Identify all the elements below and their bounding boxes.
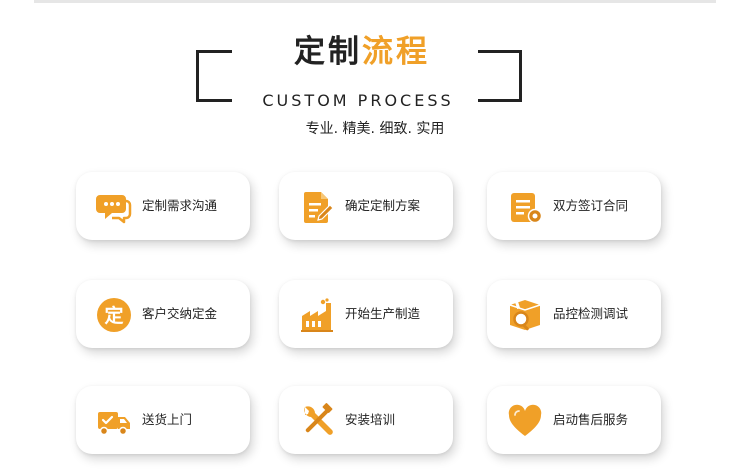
- step-card-8[interactable]: 安装培训: [279, 386, 453, 454]
- page-title: 定制流程: [262, 30, 462, 74]
- step-label: 定制需求沟通: [142, 198, 218, 213]
- inspection-icon: [509, 300, 541, 331]
- chat-bubbles-icon: [96, 195, 132, 224]
- step-card-1[interactable]: 定制需求沟通: [76, 172, 250, 240]
- top-divider: [34, 0, 716, 3]
- step-label: 开始生产制造: [345, 306, 421, 321]
- title-part-2: 流程: [362, 34, 430, 70]
- title-part-1: 定制: [294, 34, 362, 70]
- page-subtitle: CUSTOM PROCESS: [240, 89, 476, 113]
- deposit-icon: 定: [97, 298, 131, 332]
- step-label: 安装培训: [345, 412, 396, 427]
- header: 定制流程 CUSTOM PROCESS 专业. 精美. 细致. 实用: [0, 0, 750, 160]
- contract-icon: [511, 193, 543, 224]
- tools-icon: [304, 403, 333, 435]
- step-card-3[interactable]: 双方签订合同: [487, 172, 661, 240]
- delivery-truck-icon: [98, 412, 130, 436]
- step-label: 确定定制方案: [345, 198, 421, 213]
- page-tagline: 专业. 精美. 细致. 实用: [305, 121, 445, 137]
- step-label: 启动售后服务: [553, 412, 629, 427]
- step-label: 送货上门: [142, 412, 193, 427]
- step-card-6[interactable]: 品控检测调试: [487, 280, 661, 348]
- bracket-left-decoration: [196, 50, 232, 102]
- step-label: 客户交纳定金: [142, 306, 218, 321]
- bracket-right-decoration: [478, 50, 522, 102]
- step-card-2[interactable]: 确定定制方案: [279, 172, 453, 240]
- step-card-5[interactable]: 开始生产制造: [279, 280, 453, 348]
- step-label: 双方签订合同: [553, 198, 629, 213]
- step-card-7[interactable]: 送货上门: [76, 386, 250, 454]
- factory-icon: [301, 298, 333, 332]
- step-card-4[interactable]: 定 客户交纳定金: [76, 280, 250, 348]
- step-card-9[interactable]: 启动售后服务: [487, 386, 661, 454]
- deposit-icon-char: 定: [104, 304, 123, 327]
- heart-icon: [508, 404, 542, 436]
- step-label: 品控检测调试: [553, 306, 629, 321]
- document-edit-icon: [304, 192, 334, 223]
